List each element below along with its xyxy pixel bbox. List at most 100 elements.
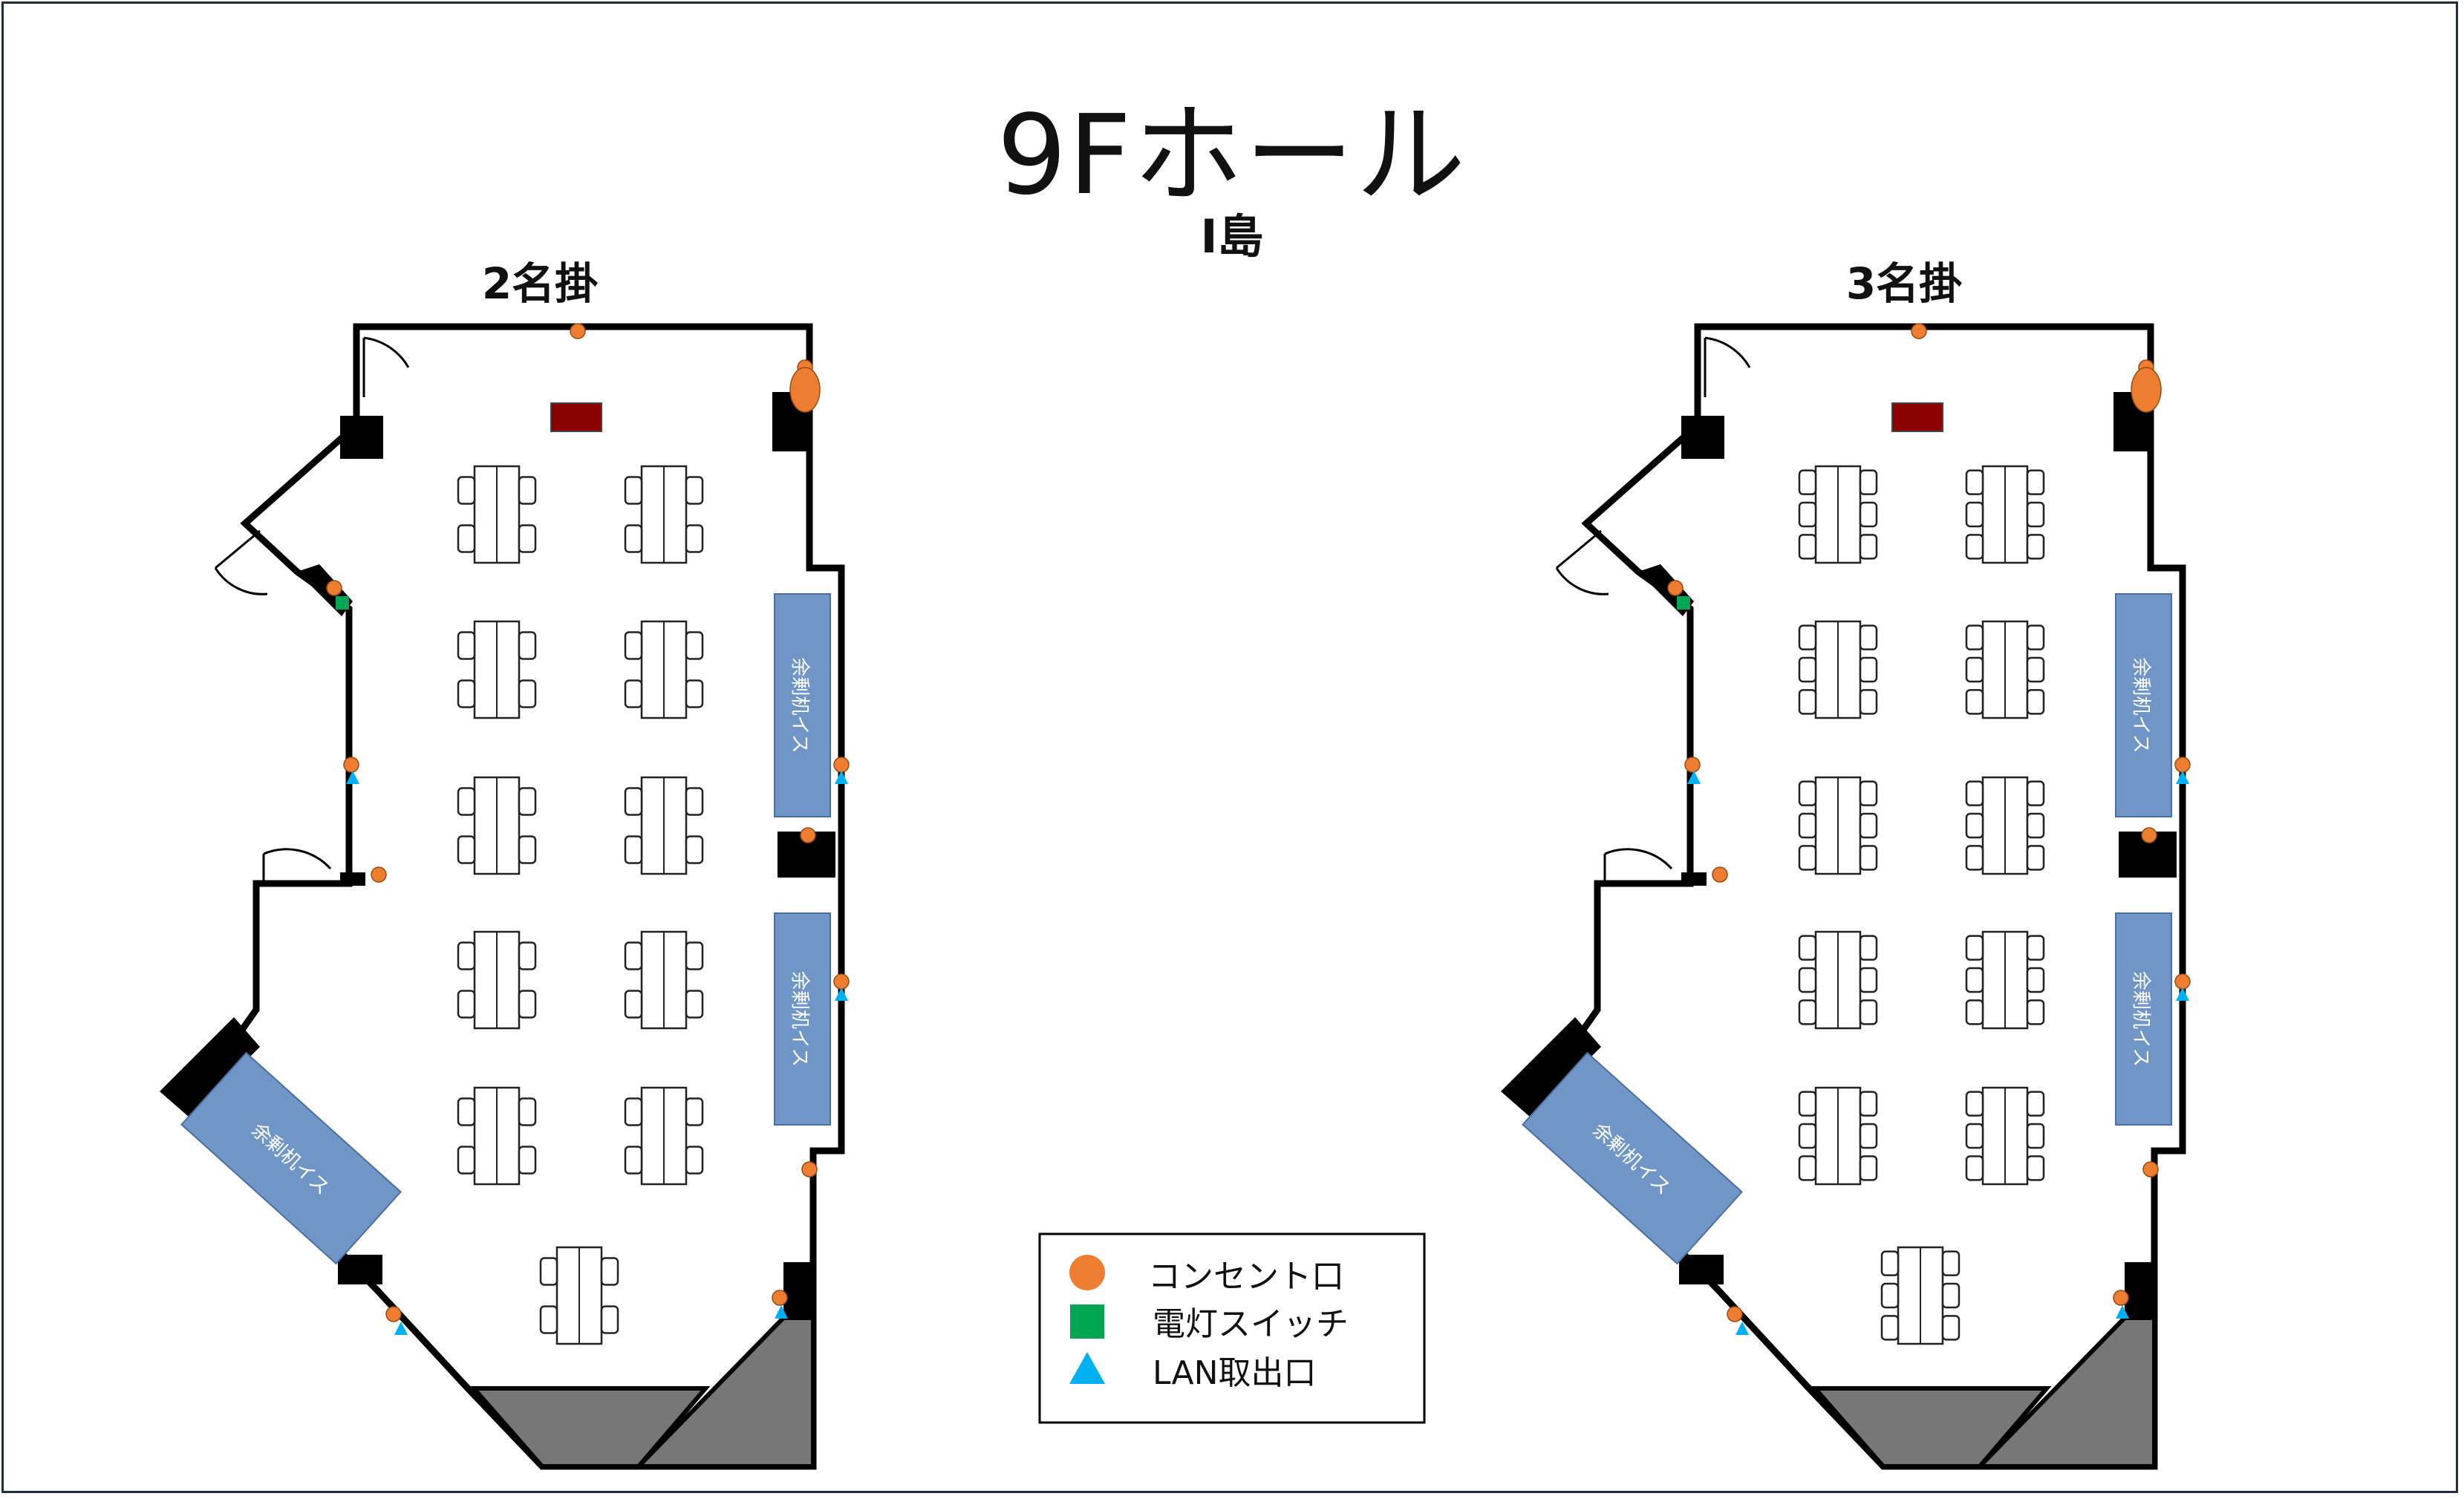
lan-icon: [1735, 1322, 1749, 1335]
outlet-icon: [2113, 1290, 2129, 1306]
chair: [1965, 624, 1984, 650]
chair: [685, 990, 704, 1019]
chair: [1798, 534, 1817, 560]
table-group: [1798, 930, 1878, 1030]
wall-pillar: [783, 1262, 813, 1318]
chair: [685, 835, 704, 864]
chair: [1798, 1091, 1817, 1117]
chair: [518, 476, 537, 505]
chair: [1798, 812, 1817, 839]
outlet-icon: [2142, 1161, 2159, 1178]
wall-pillar: [1679, 1255, 1724, 1284]
outlet-icon: [570, 323, 586, 339]
outlet-icon: [1069, 1255, 1105, 1290]
chair: [1859, 967, 1878, 993]
door-swing: [1603, 848, 1673, 885]
chair: [518, 631, 537, 660]
chair: [1859, 689, 1878, 715]
door-swing: [262, 848, 332, 885]
legend-switch-label: 電灯スイッチ: [1153, 1305, 1349, 1343]
chair: [1965, 999, 1984, 1025]
outlet-icon: [833, 757, 850, 773]
chair: [2026, 1091, 2045, 1117]
chair: [685, 1097, 704, 1126]
chair: [1798, 1123, 1817, 1149]
wall-pillar: [340, 416, 383, 459]
chair: [685, 1146, 704, 1175]
chair: [685, 941, 704, 970]
chair: [624, 679, 643, 708]
chair: [1965, 967, 1984, 993]
lan-icon: [1687, 771, 1701, 784]
chair: [457, 631, 476, 660]
chair: [2026, 469, 2045, 495]
lan-icon: [1069, 1352, 1105, 1384]
wall-pillar: [338, 1255, 382, 1284]
outlet-icon: [2174, 973, 2191, 990]
chair: [2026, 780, 2045, 806]
door-swing: [214, 529, 268, 595]
table-group: [624, 1086, 704, 1186]
chair: [685, 524, 704, 553]
chair: [2026, 624, 2045, 650]
table-group: [1965, 930, 2045, 1030]
wall-pillar: [2125, 1262, 2154, 1318]
outlet-icon: [1727, 1306, 1743, 1322]
chair: [1798, 967, 1817, 993]
chair: [2026, 689, 2045, 715]
table-group: [1965, 1086, 2045, 1186]
chair: [518, 1097, 537, 1126]
chair: [1965, 780, 1984, 806]
outlet-icon: [772, 1290, 788, 1306]
chair: [1798, 780, 1817, 806]
chair: [1859, 780, 1878, 806]
lan-icon: [835, 771, 848, 784]
chair: [624, 524, 643, 553]
chair: [1798, 624, 1817, 650]
chair: [2026, 845, 2045, 871]
chair: [1859, 534, 1878, 560]
lan-icon: [2176, 771, 2189, 784]
chair: [624, 835, 643, 864]
chair: [457, 524, 476, 553]
outlet-icon: [371, 866, 387, 883]
chair: [1798, 1155, 1817, 1181]
chair: [1965, 845, 1984, 871]
chair: [1859, 1123, 1878, 1149]
chair: [1965, 1155, 1984, 1181]
chair: [1859, 935, 1878, 961]
outlet-icon: [1667, 580, 1684, 596]
outlet-icon: [2174, 757, 2191, 773]
chair: [1965, 935, 1984, 961]
chair: [539, 1257, 558, 1286]
reserve-label: 余剰机イス: [2130, 657, 2152, 753]
outlet-icon: [801, 1161, 818, 1178]
chair: [1798, 501, 1817, 528]
chair: [624, 787, 643, 816]
lan-icon: [775, 1305, 788, 1319]
outlet-icon: [1684, 757, 1701, 773]
reserve-block: [774, 912, 831, 1126]
table-group: [457, 1086, 537, 1186]
outlet-icon: [800, 827, 816, 843]
chair: [1798, 845, 1817, 871]
lan-icon: [2116, 1305, 2129, 1319]
chair: [518, 941, 537, 970]
table-group: [624, 620, 704, 719]
chair: [1941, 1250, 1961, 1276]
outlet-icon: [1712, 866, 1728, 883]
chair: [457, 476, 476, 505]
plan-label-2-seat: 2名掛: [481, 258, 599, 309]
table-group: [457, 776, 537, 875]
reserve-block-diagonal: 余剰机イス: [180, 1051, 402, 1265]
lan-icon: [346, 771, 359, 784]
reserve-block-diagonal: 余剰机イス: [1522, 1051, 1743, 1265]
table-group: [1880, 1246, 1961, 1345]
chair: [518, 679, 537, 708]
table-group: [457, 465, 537, 564]
chair: [624, 1097, 643, 1126]
chair: [600, 1257, 619, 1286]
lan-icon: [394, 1322, 408, 1335]
chair: [1859, 845, 1878, 871]
